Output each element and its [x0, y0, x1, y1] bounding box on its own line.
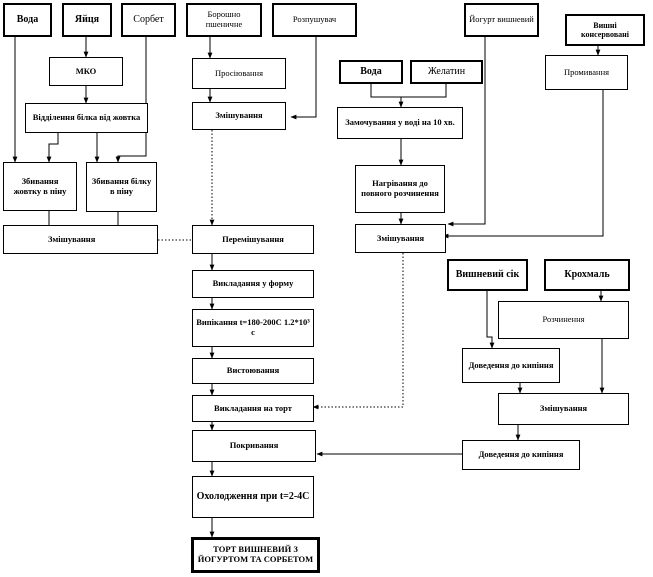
ingredient-gelatin: Желатин [410, 60, 483, 84]
step-wash: Промивання [545, 55, 628, 90]
step-cover: Покривання [192, 430, 316, 462]
step-mix-sauce: Змішування [498, 393, 629, 425]
step-mix-gel: Змішування [355, 224, 446, 253]
ingredient-eggs: Яйця [62, 3, 112, 37]
step-chill: Охолодження при t=2-4С [192, 476, 314, 518]
step-mix-eggs: Змішування [3, 225, 158, 254]
ingredient-water-2: Вода [339, 60, 403, 84]
step-whip-white: Збивання білку в піну [86, 162, 157, 212]
ingredient-leavening: Розпушувач [272, 3, 357, 37]
step-sift: Просіювання [192, 58, 286, 89]
step-mix-flour: Змішування [192, 102, 286, 130]
step-whip-yolk: Збивання жовтку в піну [3, 162, 77, 211]
step-boil-1: Доведення до кипіння [462, 348, 560, 383]
ingredient-cherry-juice: Вишневий сік [447, 259, 528, 291]
step-lay-on-cake: Викладання на торт [192, 395, 314, 422]
ingredient-starch: Крохмаль [544, 259, 630, 291]
ingredient-canned-cherries: Вишні консервовані [565, 14, 645, 46]
step-mko: МКО [49, 57, 123, 86]
ingredient-yogurt: Йогурт вишневий [464, 3, 539, 37]
ingredient-water: Вода [3, 3, 52, 37]
step-final-mix: Перемішування [192, 225, 314, 254]
step-heat: Нагрівання до повного розчинення [355, 165, 445, 213]
final-product: ТОРТ ВИШНЕВИЙ З ЙОГУРТОМ ТА СОРБЕТОМ [191, 537, 320, 573]
step-soak: Замочування у воді на 10 хв. [337, 107, 463, 139]
step-bake: Випікання t=180-200С 1.2*10³ с [192, 309, 314, 347]
step-dissolve: Розчинення [498, 301, 629, 339]
step-mold: Викладання у форму [192, 270, 314, 298]
step-boil-2: Доведення до кипіння [462, 440, 580, 470]
ingredient-flour: Борошно пшеничне [186, 3, 262, 37]
step-separate-egg: Відділення білка від жовтка [25, 103, 148, 133]
ingredient-sorbet: Сорбет [121, 3, 176, 37]
step-cool-down: Вистоювання [192, 358, 314, 384]
